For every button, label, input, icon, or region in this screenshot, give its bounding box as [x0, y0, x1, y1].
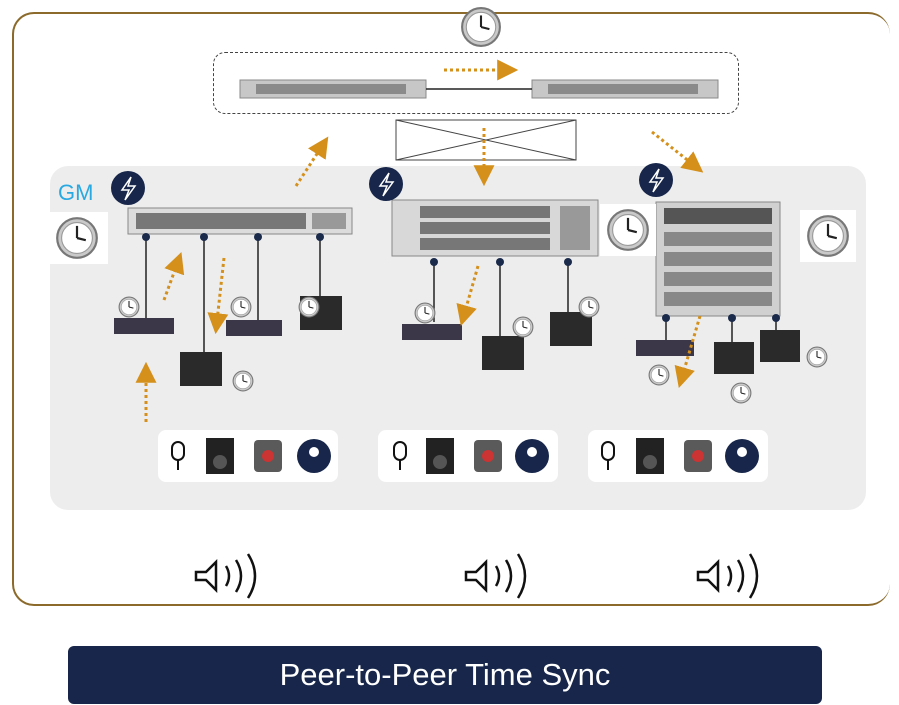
cross-links	[395, 119, 577, 161]
clock-icon	[607, 209, 649, 251]
microphone-icon	[601, 441, 615, 470]
speaker-sound-icon	[194, 553, 257, 599]
footer-title: Peer-to-Peer Time Sync	[279, 657, 611, 692]
endpoint-device-icon	[760, 330, 800, 362]
endpoint-device-icon	[180, 352, 222, 386]
endpoint-device-icon	[550, 312, 592, 346]
endpoint-device-icon	[402, 324, 462, 340]
clock-icon	[461, 7, 501, 47]
microphone-icon	[171, 441, 185, 470]
endpoint-device-icon	[114, 318, 174, 334]
endpoint-group-right	[588, 430, 768, 482]
access-links-left	[145, 236, 321, 356]
robot-arm-icon	[725, 439, 759, 473]
sync-arrow	[207, 257, 229, 335]
camera-device-icon	[254, 440, 282, 472]
endpoint-device-icon	[636, 340, 694, 356]
clock-icon	[806, 346, 828, 368]
robot-arm-icon	[515, 439, 549, 473]
sync-arrow	[456, 265, 480, 327]
sync-arrow	[651, 130, 704, 173]
lightning-bolt-icon	[639, 163, 673, 197]
chassis-switch-right-icon	[655, 201, 781, 317]
speaker-icon	[426, 438, 454, 474]
clock-icon	[298, 296, 320, 318]
core-switch-group	[213, 52, 739, 114]
camera-device-icon	[684, 440, 712, 472]
speaker-icon	[636, 438, 664, 474]
access-switch-left-icon	[127, 207, 353, 235]
sync-arrow	[162, 252, 185, 301]
outer-frame	[12, 12, 890, 606]
clock-icon	[512, 316, 534, 338]
clock-icon	[230, 296, 252, 318]
clock-icon	[56, 217, 98, 259]
endpoint-group-left	[158, 430, 338, 482]
microphone-icon	[393, 441, 407, 470]
endpoint-device-icon	[226, 320, 282, 336]
endpoint-device-icon	[714, 342, 754, 374]
lightning-bolt-icon	[369, 167, 403, 201]
speaker-icon	[206, 438, 234, 474]
stack-switch-center-icon	[391, 199, 599, 257]
clock-icon	[232, 370, 254, 392]
clock-icon	[807, 215, 849, 257]
core-switch-right-icon	[531, 79, 719, 99]
endpoint-device-icon	[482, 336, 524, 370]
grandmaster-label: GM	[58, 180, 94, 205]
speaker-sound-icon	[464, 553, 527, 599]
core-switch-left-icon	[239, 79, 427, 99]
lightning-bolt-icon	[111, 171, 145, 205]
clock-icon	[118, 296, 140, 318]
endpoint-group-center	[378, 430, 558, 482]
clock-icon	[648, 364, 670, 386]
robot-arm-icon	[297, 439, 331, 473]
clock-icon	[578, 296, 600, 318]
footer-banner	[68, 646, 822, 704]
sync-arrow	[294, 136, 329, 187]
speaker-sound-icon	[696, 553, 759, 599]
camera-device-icon	[474, 440, 502, 472]
clock-icon	[414, 302, 436, 324]
clock-icon	[730, 382, 752, 404]
